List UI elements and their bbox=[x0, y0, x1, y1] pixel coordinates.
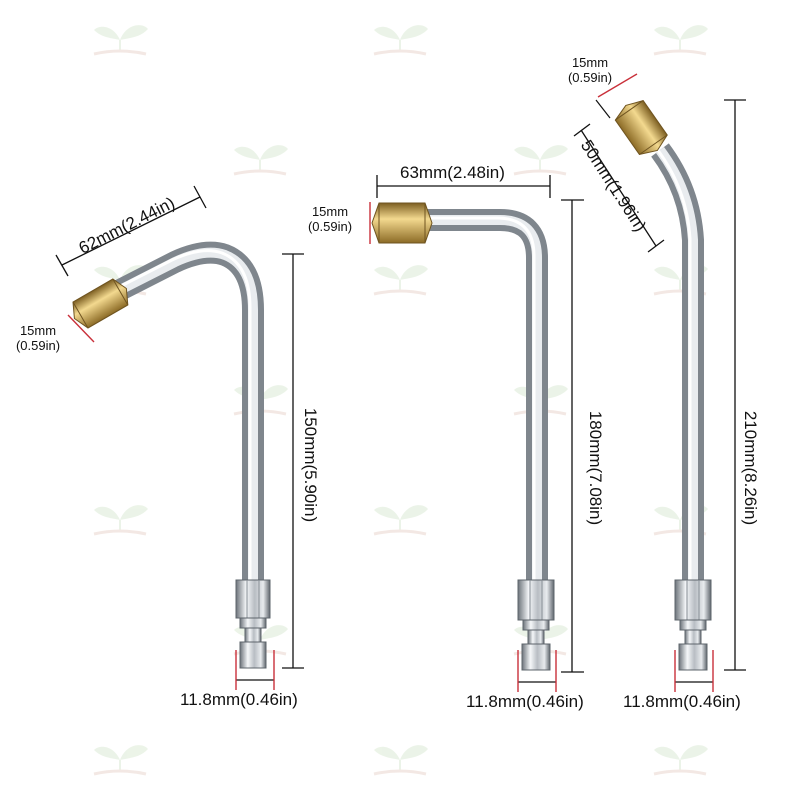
wand-short-angled bbox=[55, 185, 304, 690]
connector-width-label: 11.8mm(0.46in) bbox=[623, 692, 741, 711]
shaft-length-label: 210mm(8.26in) bbox=[741, 410, 760, 526]
nozzle-width-in: (0.59in) bbox=[307, 219, 353, 234]
nozzle-width-label: 15mm (0.59in) bbox=[8, 323, 68, 353]
dimension-lines bbox=[573, 99, 746, 683]
nozzle-width-in: (0.59in) bbox=[15, 338, 61, 353]
sprout-icon bbox=[653, 25, 708, 56]
hex-nut bbox=[235, 579, 271, 669]
sprout-icon bbox=[373, 505, 428, 536]
nozzle-width-label: 15mm (0.59in) bbox=[300, 204, 360, 234]
nozzle-width-label: 15mm (0.59in) bbox=[560, 55, 620, 85]
sprout-icon bbox=[373, 265, 428, 296]
connector-width-label: 11.8mm(0.46in) bbox=[180, 690, 298, 709]
shaft-length-label: 150mm(5.90in) bbox=[301, 407, 320, 523]
brass-nozzle bbox=[72, 278, 129, 329]
sprout-icon bbox=[233, 145, 288, 176]
sprout-icon bbox=[653, 745, 708, 776]
sprout-icon bbox=[513, 145, 568, 176]
wand-medium-90deg bbox=[369, 175, 584, 692]
dimension-lines bbox=[55, 185, 304, 681]
brass-nozzle bbox=[614, 100, 668, 156]
watermark-layer bbox=[93, 25, 708, 776]
tip-length-label: 63mm(2.48in) bbox=[400, 163, 505, 182]
hex-nut bbox=[517, 579, 555, 671]
sprout-icon bbox=[373, 745, 428, 776]
sprout-icon bbox=[93, 505, 148, 536]
connector-width-label: 11.8mm(0.46in) bbox=[466, 692, 584, 711]
hex-nut bbox=[674, 579, 712, 671]
brass-nozzle bbox=[371, 202, 433, 244]
sprout-icon bbox=[93, 745, 148, 776]
nozzle-width-mm: 15mm bbox=[311, 204, 349, 219]
sprout-icon bbox=[93, 25, 148, 56]
shaft-length-label: 180mm(7.08in) bbox=[586, 410, 605, 526]
sprout-icon bbox=[373, 25, 428, 56]
nozzle-width-mm: 15mm bbox=[19, 323, 57, 338]
nozzle-width-mm: 15mm bbox=[571, 55, 609, 70]
dimension-lines bbox=[376, 175, 584, 683]
nozzle-width-in: (0.59in) bbox=[567, 70, 613, 85]
wand-long-bent bbox=[573, 73, 746, 692]
